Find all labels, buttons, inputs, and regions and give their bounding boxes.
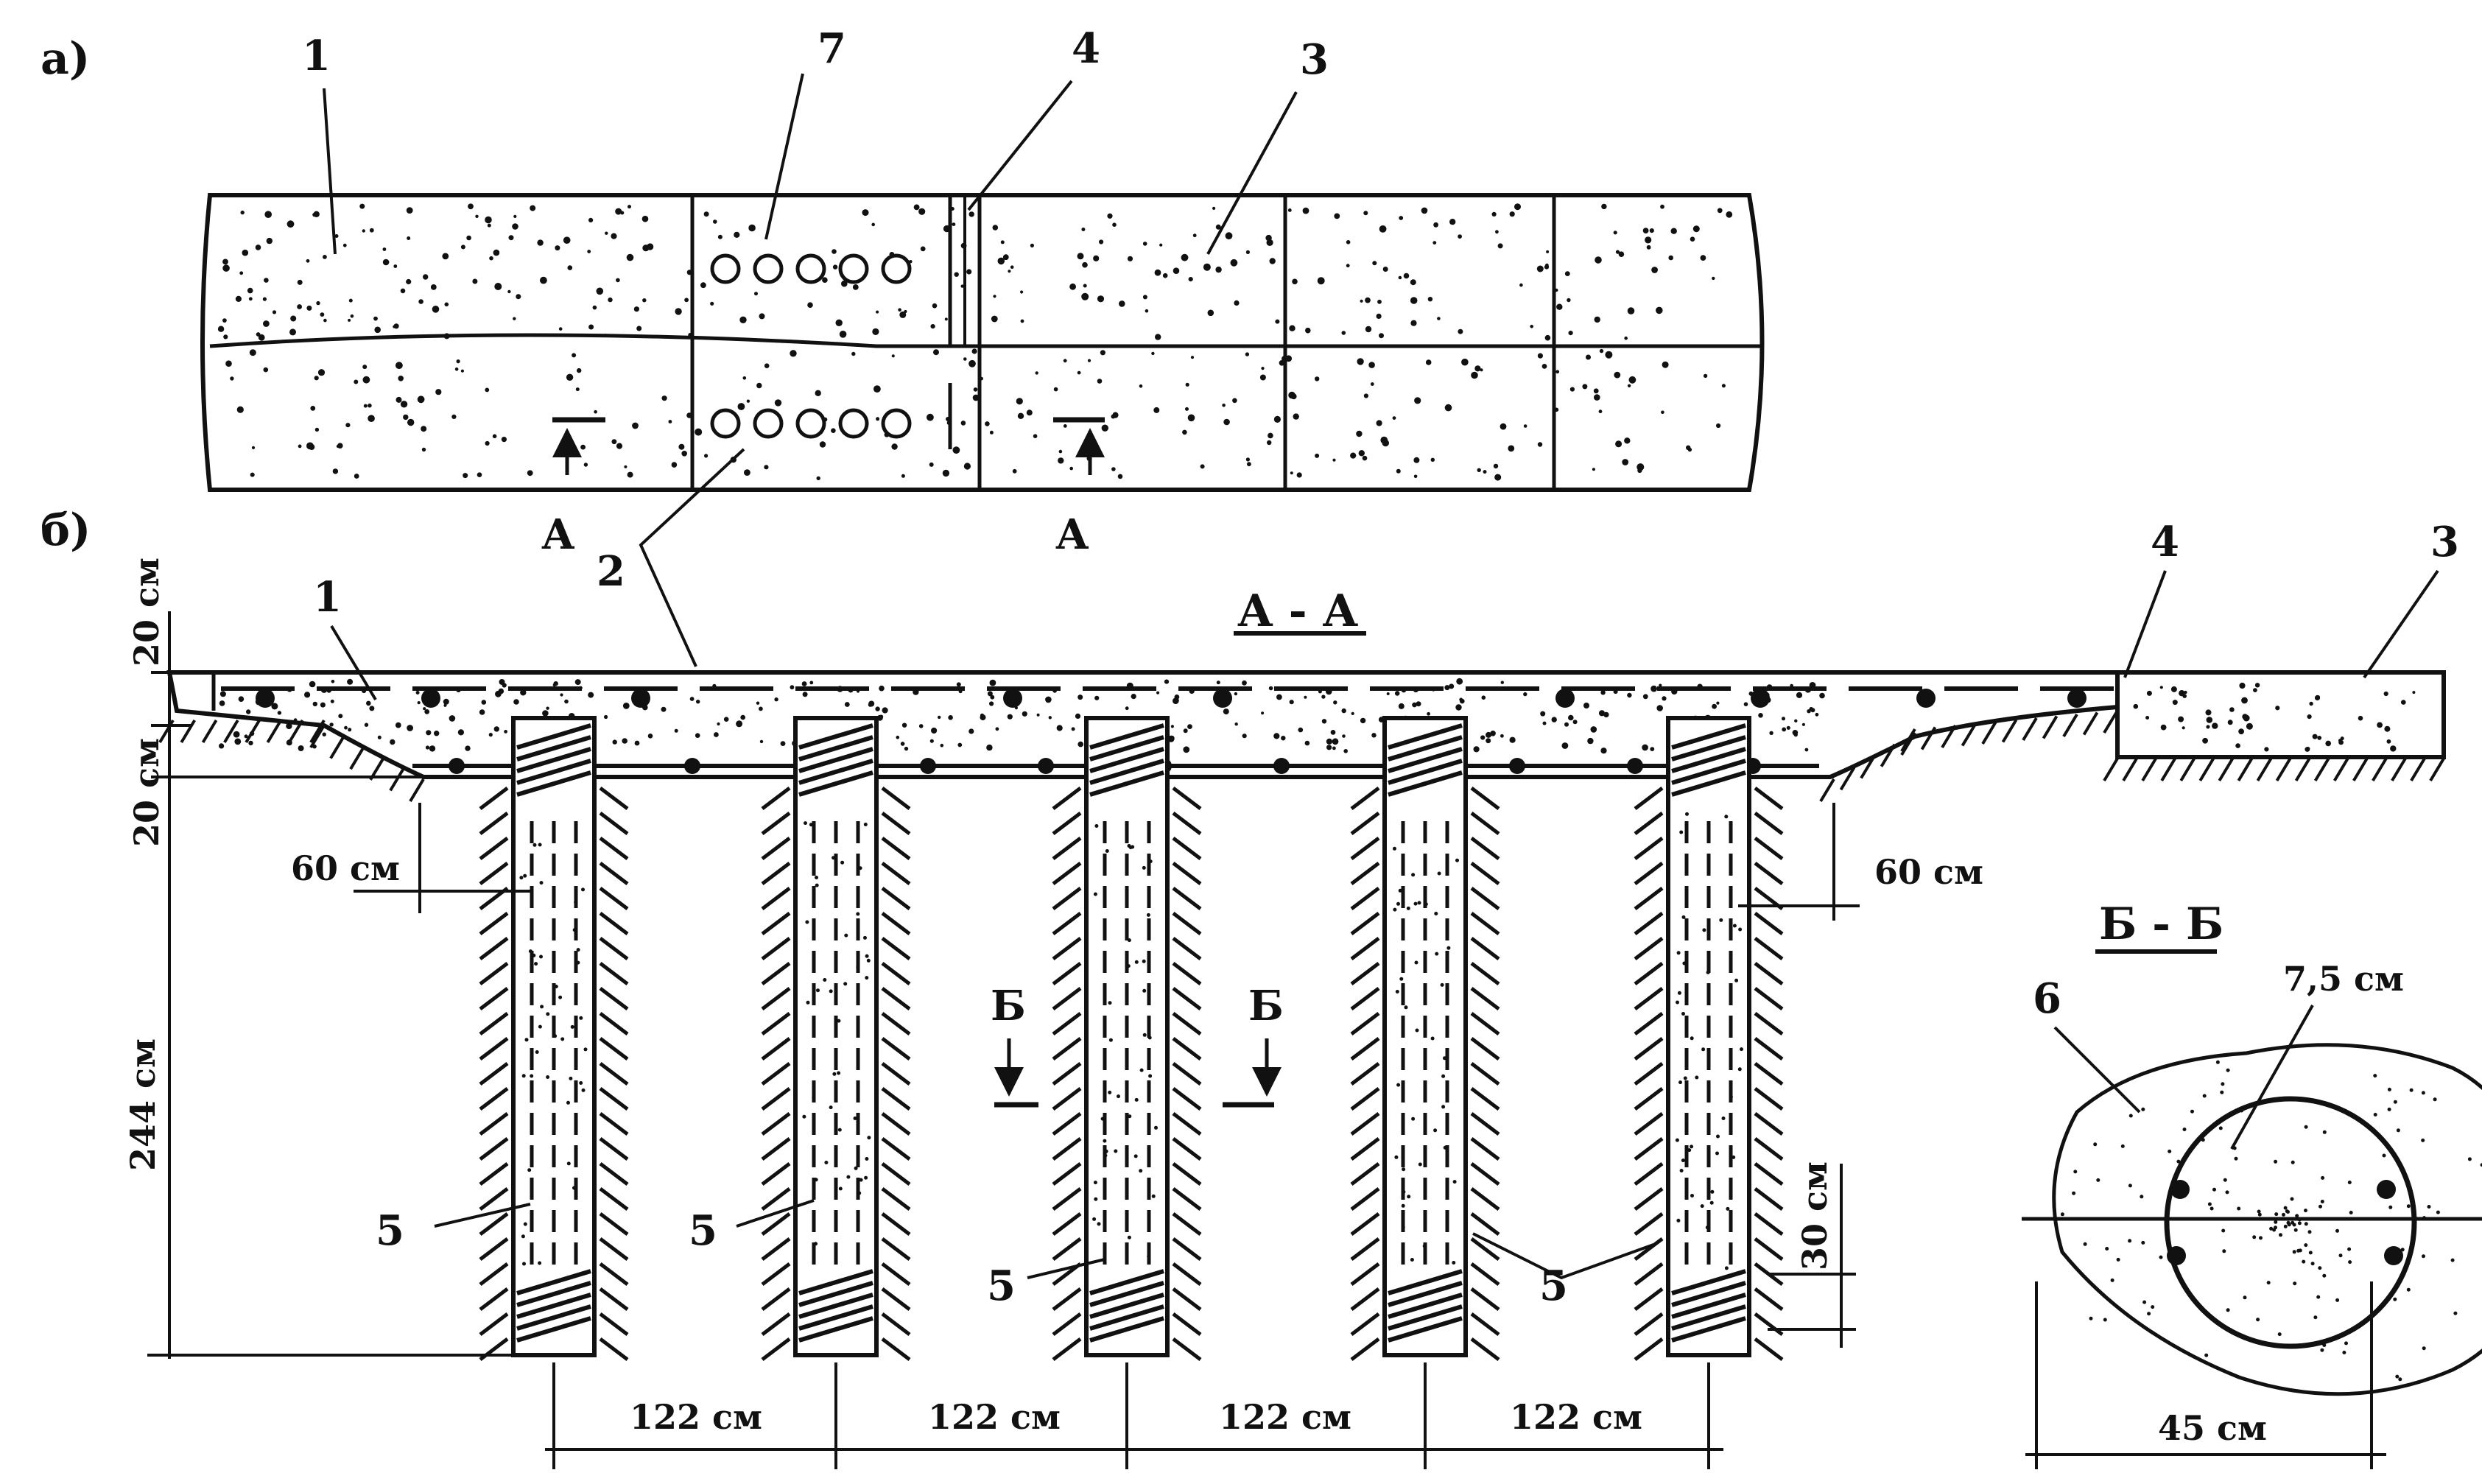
slab-reinforcement (221, 686, 2114, 774)
leader-7-plan (764, 73, 804, 240)
callout-3-section: 3 (2430, 518, 2459, 566)
plan-slab (200, 193, 1765, 492)
dim-spacing-3: 122 см (1219, 1397, 1351, 1437)
callout-3-plan: 3 (1300, 35, 1329, 84)
dim-bell-30: 30 см (1795, 1161, 1835, 1270)
dimension-bell (1768, 1164, 1856, 1348)
dimension-embed-left (354, 803, 530, 913)
section-aa-title: А - А (1237, 585, 1359, 637)
section-mark-b-right (1223, 1038, 1282, 1108)
callout-7-plan: 7 (818, 24, 846, 73)
ground-hatching (158, 709, 2445, 803)
panel-a-label: а) (41, 33, 90, 85)
drain-holes (710, 253, 912, 439)
pile-4 (1350, 716, 1500, 1361)
dim-diameter: 45 см (2158, 1408, 2267, 1448)
callout-2: 2 (597, 547, 625, 596)
section-a-right-label: А (1055, 510, 1089, 559)
pile-cross-section (2022, 1043, 2482, 1396)
section-b-right-label: Б (1248, 982, 1284, 1030)
dimension-spacing-line (545, 1362, 1723, 1469)
section-a-left-label: А (541, 510, 575, 559)
pile-3 (1052, 716, 1202, 1361)
callout-5-pile-1: 5 (376, 1206, 404, 1255)
section-b-left-label: Б (991, 982, 1026, 1030)
dimension-depth (147, 781, 530, 1359)
dimension-embed-right (1738, 803, 1860, 921)
leader-3-plan (1206, 91, 1298, 255)
leader-6 (2053, 1026, 2141, 1114)
leader-4-plan (967, 80, 1073, 211)
leader-1-plan (323, 88, 337, 255)
callout-6: 6 (2033, 974, 2061, 1023)
callout-5-pile-3: 5 (987, 1262, 1016, 1310)
dim-embed-left: 60 см (291, 848, 400, 888)
section-mark-a-left (552, 417, 605, 475)
leader-1-section (330, 625, 377, 701)
section-bb-title: Б - Б (2099, 899, 2223, 950)
callout-5-pile-2: 5 (689, 1206, 717, 1255)
callout-1-plan: 1 (302, 32, 331, 80)
section-slab (166, 670, 2446, 779)
dim-spacing-4: 122 см (1510, 1397, 1642, 1437)
leader-3-section (2363, 569, 2439, 679)
leader-4-section (2123, 570, 2167, 678)
leader-5-pile-1 (434, 1203, 531, 1228)
leader-2 (639, 448, 745, 667)
callout-4-plan: 4 (1072, 24, 1100, 73)
section-mark-b-left (994, 1038, 1038, 1108)
concrete-texture (217, 203, 1733, 481)
leader-cover (2230, 1005, 2314, 1150)
dim-spacing-2: 122 см (928, 1397, 1061, 1437)
section-mark-a-right (1053, 417, 1105, 475)
panel-b-label: б) (41, 504, 91, 556)
dimension-diameter (2025, 1281, 2386, 1469)
dim-slab-base: 20 см (127, 738, 166, 847)
pile-2 (761, 716, 911, 1361)
dim-embed-right: 60 см (1874, 852, 1983, 892)
leader-5-pile-3 (1027, 1258, 1105, 1279)
callout-1-section: 1 (313, 573, 342, 622)
dim-depth-total: 244 см (123, 1038, 163, 1171)
dim-spacing-1: 122 см (630, 1397, 762, 1437)
pile-5 (1634, 716, 1784, 1361)
leader-5-piles-4-5 (1472, 1232, 1654, 1280)
dim-cover: 7,5 см (2283, 959, 2404, 999)
piles-group (479, 716, 1784, 1361)
callout-4-section: 4 (2151, 518, 2179, 566)
leader-5-pile-2 (736, 1199, 815, 1228)
dim-slab-top: 20 см (127, 558, 166, 667)
pile-1 (479, 716, 629, 1361)
